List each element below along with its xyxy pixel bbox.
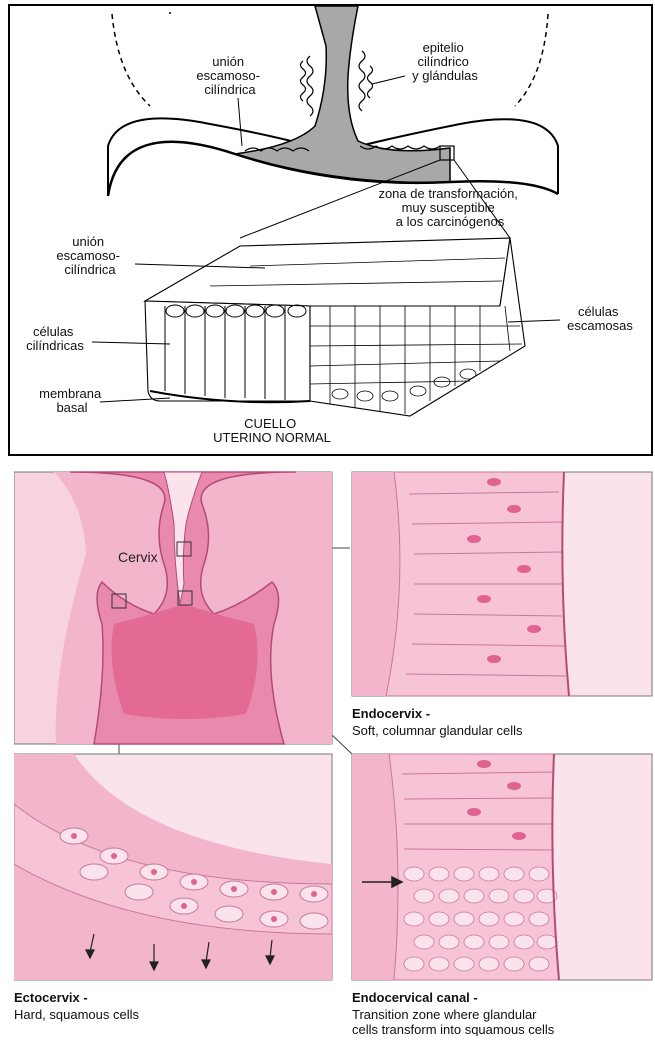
label-epitelio: epitelio cilíndrico y glándulas	[412, 40, 478, 83]
ectocervix-desc: Hard, squamous cells	[14, 1007, 139, 1022]
label-union-bottom: unión escamoso- cilíndrica	[56, 234, 123, 277]
label-membrana: membrana basal	[39, 386, 105, 415]
endocervical-canal-title: Endocervical canal -	[352, 990, 478, 1005]
bottom-diagram-area: Cervix Endocervix - Soft, columnar gland…	[14, 464, 655, 1036]
label-celulas-escamosas: células escamosas	[567, 304, 633, 333]
cervix-normal-diagram: unión escamoso- cilíndrica epitelio cilí…	[10, 6, 651, 454]
cervix-label: Cervix	[118, 549, 158, 565]
endocervical-canal-panel	[352, 754, 652, 980]
endocervix-desc: Soft, columnar glandular cells	[352, 723, 523, 738]
tissue-block	[145, 238, 525, 416]
endocervical-canal-desc: Transition zone where glandular cells tr…	[352, 1007, 555, 1036]
top-diagram-panel: unión escamoso- cilíndrica epitelio cilí…	[8, 4, 653, 456]
cervix-pink-diagram: Cervix Endocervix - Soft, columnar gland…	[14, 464, 655, 1036]
endocervix-panel	[352, 472, 652, 696]
ectocervix-panel	[14, 754, 332, 980]
label-union-top: unión escamoso- cilíndrica	[196, 54, 263, 97]
cervical-canal	[235, 6, 450, 182]
label-celulas-cilindricas: células cilíndricas	[26, 324, 84, 353]
label-zona: zona de transformación, muy susceptible …	[378, 186, 521, 229]
endocervix-title: Endocervix -	[352, 706, 430, 721]
caption-cuello: CUELLO UTERINO NORMAL	[213, 416, 331, 445]
overview-panel: Cervix	[14, 472, 332, 744]
ectocervix-title: Ectocervix -	[14, 990, 88, 1005]
